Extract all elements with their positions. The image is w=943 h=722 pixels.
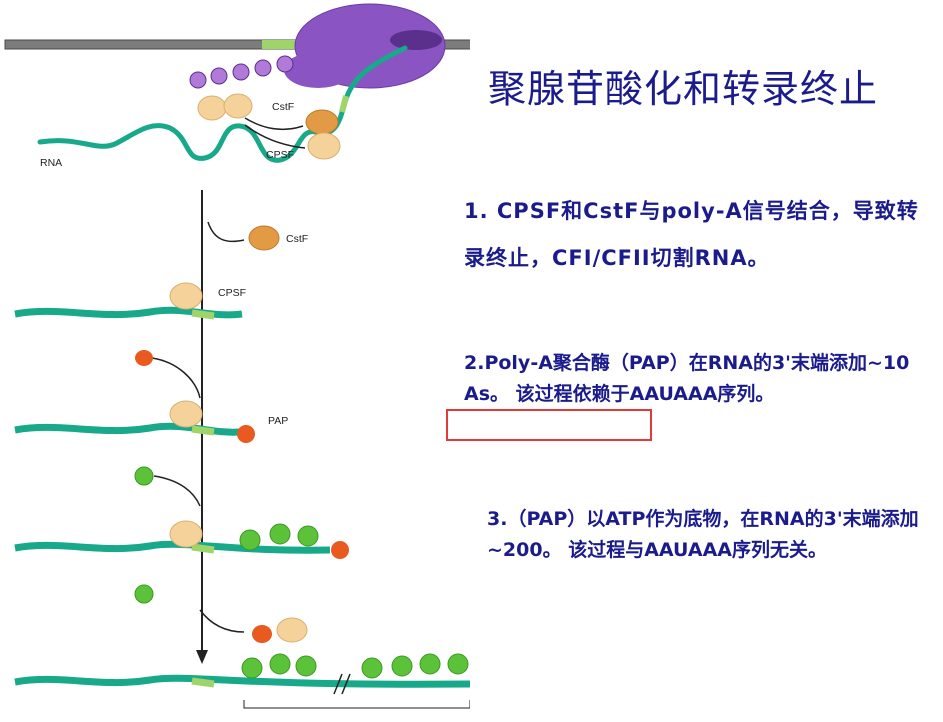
process-arrowhead [196, 650, 208, 664]
pap-row-2 [237, 425, 255, 443]
released-cstf [248, 225, 280, 251]
cpsf-row-2 [169, 400, 203, 428]
nascent-rna [37, 45, 408, 163]
label-cpsf: CPSF [266, 149, 294, 161]
label-cstf: CstF [272, 101, 294, 113]
aauaaa-highlight-box [446, 409, 652, 441]
note-cpsf-cstf-binding: 1. CPSF和CstF与poly-A信号结合，导致转录终止，CFI/CFII切… [464, 199, 919, 270]
cstf-release-arrow [207, 221, 245, 243]
label-cpsf-row-1: CPSF [218, 287, 246, 299]
label-rna: RNA [40, 157, 62, 169]
free-binding-protein [134, 466, 154, 486]
note-pap-adds-200: 3.（PAP）以ATP作为底物，在RNA的3'末端添加~200。 该过程与AAU… [487, 508, 919, 561]
rna-row-3-signal [191, 543, 215, 554]
rna-polymerase [284, 3, 446, 89]
pap-row-3 [331, 541, 349, 559]
phosphate-tail [189, 55, 294, 89]
release-arrow [199, 609, 245, 633]
binding-protein-arrow [153, 475, 201, 507]
label-cstf-released: CstF [286, 233, 308, 245]
cpsf-cstf-complex [197, 93, 341, 160]
rna-poly-a-signal [339, 95, 349, 113]
dna-poly-a-signal [262, 40, 296, 49]
binding-proteins-row-4 [241, 653, 469, 679]
poly-a-length-bracket [243, 700, 470, 709]
released-cpsf [276, 617, 308, 643]
polyadenylation-diagram: RNA CstF CPSF CstF CPSF PAP [0, 3, 470, 722]
released-pap [252, 625, 272, 643]
slide-title: 聚腺苷酸化和转录终止 [488, 67, 879, 111]
rna-row-4 [14, 674, 470, 688]
rna-row-1-signal [191, 309, 215, 320]
label-pap-row-2: PAP [268, 415, 288, 427]
tail-break-mark [333, 673, 351, 695]
note-pap-adds-10-as: 2.Poly-A聚合酶（PAP）在RNA的3'末端添加~10 As。 该过程依赖… [464, 352, 910, 405]
binding-proteins-row-3 [239, 523, 319, 551]
rna-row-3 [14, 540, 331, 554]
cpsf-row-3 [169, 520, 203, 548]
free-pap [135, 350, 153, 366]
rna-row-2-signal [191, 425, 215, 436]
pap-bind-arrow [151, 357, 201, 399]
rna-row-4-signal [191, 677, 215, 688]
cpsf-row-1 [169, 282, 203, 310]
dna-strand [4, 39, 470, 50]
additional-binding-protein [134, 584, 154, 604]
